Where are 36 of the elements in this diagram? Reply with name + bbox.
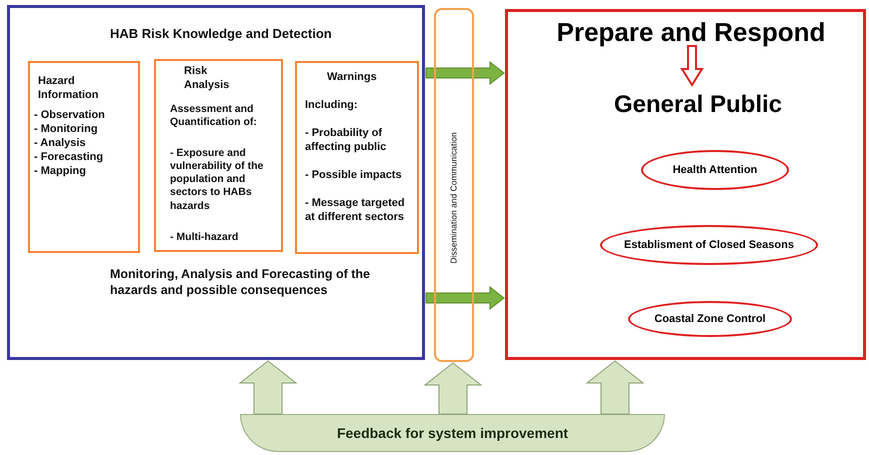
block-arrow <box>586 360 644 414</box>
list-item: - Monitoring <box>34 123 99 137</box>
ellipse-node: Establisment of Closed Seasons <box>600 225 818 265</box>
list-item: - Exposure and vulnerability of the population and sectors to HABs hazards <box>170 147 264 213</box>
list-item: - Message targeted at different sectors <box>305 197 405 224</box>
ellipse-node: Coastal Zone Control <box>628 301 792 337</box>
info-card <box>295 61 419 254</box>
card-heading: Risk Analysis <box>184 65 230 92</box>
block-arrow <box>426 60 505 86</box>
section-panel <box>7 5 425 360</box>
list-item: - Probability of affecting public <box>305 127 388 154</box>
card-text: Assessment and Quantification of: <box>170 103 258 130</box>
feedback-band: Feedback for system improvement <box>240 414 665 452</box>
section-panel <box>505 9 866 360</box>
card-heading: Hazard Information <box>38 75 100 102</box>
list-item: - Observation <box>34 109 106 123</box>
panel-title: HAB Risk Knowledge and Detection <box>110 26 333 42</box>
block-arrow <box>424 362 482 414</box>
panel-caption: Monitoring, Analysis and Forecasting of the hazards and possible consequences <box>110 267 371 298</box>
card-heading: Warnings <box>327 71 378 85</box>
block-arrow <box>238 360 298 414</box>
ellipse-node: Health Attention <box>641 150 789 190</box>
info-card <box>28 61 140 253</box>
heading: General Public <box>585 88 811 122</box>
heading: Prepare and Respond <box>541 15 841 49</box>
block-arrow <box>680 45 704 87</box>
vertical-band <box>434 8 474 362</box>
list-item: - Mapping <box>34 165 87 179</box>
list-item: - Analysis <box>34 137 87 151</box>
info-card <box>154 59 283 252</box>
list-item: - Forecasting <box>34 151 104 165</box>
list-item: - Possible impacts <box>305 169 403 183</box>
block-arrow <box>426 286 505 310</box>
list-item: - Multi-hazard <box>170 231 240 244</box>
band-label: Dissemination and Communication <box>448 132 460 264</box>
card-text: Including: <box>305 99 359 113</box>
